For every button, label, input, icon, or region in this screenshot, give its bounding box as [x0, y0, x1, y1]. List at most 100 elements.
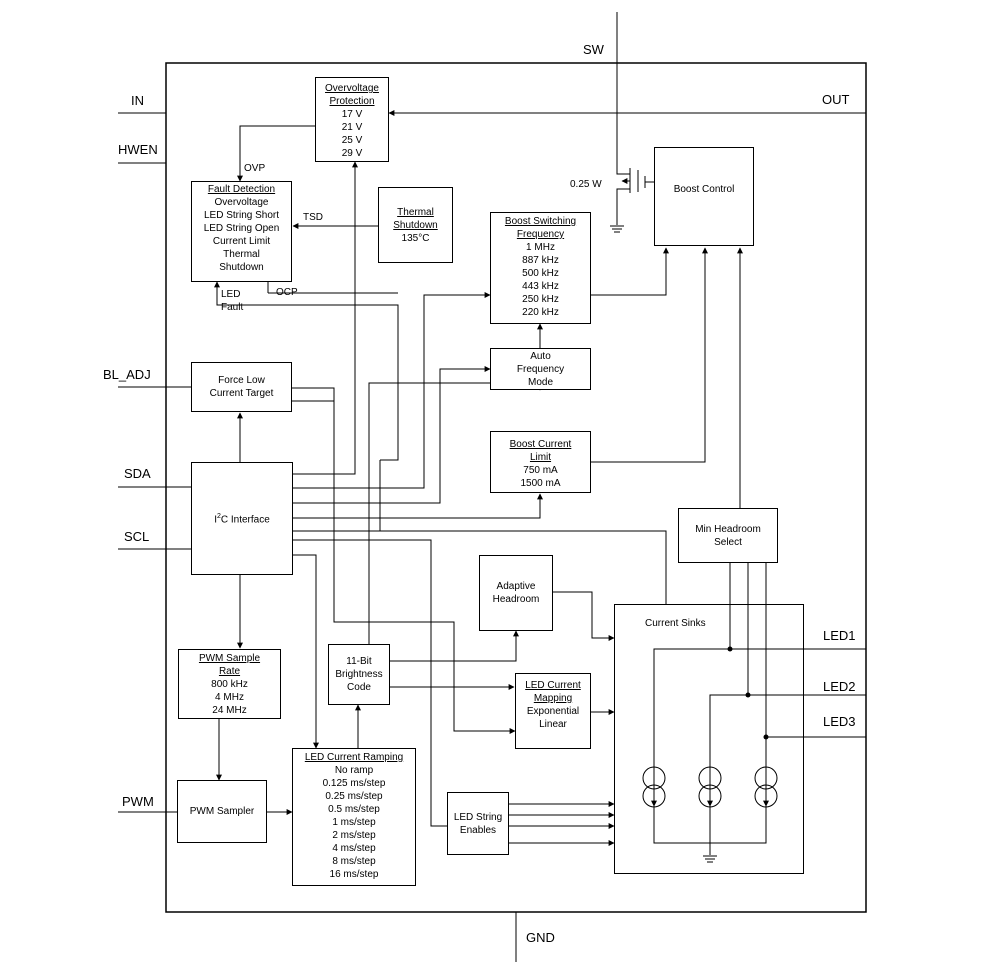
thermal-title-1: Thermal: [397, 207, 434, 218]
ramp-option: 2 ms/step: [332, 830, 376, 841]
ramp-option: 1 ms/step: [332, 817, 376, 828]
pwm-sampler-block: PWM Sampler: [177, 780, 267, 843]
ramp-option: 0.25 ms/step: [325, 791, 383, 802]
overvoltage-option: 17 V: [341, 109, 363, 120]
brightness-code-block: 11-Bit Brightness Code: [328, 644, 390, 705]
mapping-option: Exponential: [526, 706, 580, 717]
adaptive-line: Headroom: [492, 594, 540, 605]
thermal-shutdown-block: Thermal Shutdown 135°C: [378, 187, 453, 263]
thermal-title-2: Shutdown: [393, 220, 438, 231]
overvoltage-option: 25 V: [341, 135, 363, 146]
pin-out: OUT: [822, 92, 850, 107]
adaptive-line: Adaptive: [496, 581, 536, 592]
freq-option: 443 kHz: [522, 281, 559, 292]
fault-item: Current Limit: [212, 236, 271, 247]
boost-switching-frequency-block: Boost Switching Frequency 1 MHz 887 kHz …: [490, 212, 591, 324]
auto-freq-line: Auto: [530, 350, 551, 362]
pin-led3: LED3: [823, 714, 856, 729]
ramp-option: 16 ms/step: [329, 869, 379, 880]
pwm-sampler-label: PWM Sampler: [189, 806, 255, 817]
pwm-rate-title-2: Rate: [218, 666, 241, 677]
pin-hwen: HWEN: [118, 142, 158, 157]
overvoltage-option: 21 V: [341, 122, 363, 133]
pwm-rate-option: 800 kHz: [211, 679, 248, 690]
pin-sw: SW: [583, 42, 604, 57]
string-enables-line: LED String: [453, 811, 503, 823]
pin-bl-adj: BL_ADJ: [103, 367, 151, 382]
ramp-option: No ramp: [334, 765, 374, 776]
pwm-sample-rate-block: PWM Sample Rate 800 kHz 4 MHz 24 MHz: [178, 649, 281, 719]
string-enables-line: Enables: [459, 824, 497, 836]
fault-item: LED String Open: [203, 223, 280, 234]
current-limit-option: 1500 mA: [520, 478, 561, 489]
boost-freq-title-2: Frequency: [516, 229, 565, 240]
signal-led-fault-1: LED: [221, 289, 241, 300]
signal-tsd: TSD: [303, 212, 323, 223]
overvoltage-title-1: Overvoltage: [325, 83, 379, 94]
force-low-current-target-block: Force Low Current Target: [191, 362, 292, 412]
pwm-rate-option: 24 MHz: [212, 705, 247, 716]
boost-control-block: Boost Control: [654, 147, 754, 246]
pin-gnd: GND: [526, 930, 555, 945]
signal-led-fault-2: Fault: [221, 302, 244, 313]
freq-option: 500 kHz: [522, 268, 559, 279]
force-low-line: Force Low: [218, 375, 265, 386]
fault-detection-title: Fault Detection: [207, 184, 276, 195]
signal-switch-rating: 0.25 W: [570, 179, 602, 190]
min-headroom-line: Select: [714, 536, 742, 548]
auto-freq-line: Frequency: [516, 363, 565, 375]
overvoltage-option: 29 V: [341, 148, 363, 159]
fault-detection-block: Fault Detection Overvoltage LED String S…: [191, 181, 292, 282]
mapping-title-1: LED Current: [525, 680, 581, 691]
fault-item: Thermal: [223, 249, 260, 260]
boost-freq-title-1: Boost Switching: [504, 216, 577, 227]
overvoltage-title-2: Protection: [329, 96, 375, 107]
i2c-label: I2C Interface: [214, 513, 270, 526]
i2c-interface-block: I2C Interface: [191, 462, 293, 575]
mapping-title-2: Mapping: [533, 693, 573, 704]
signal-ovp: OVP: [244, 163, 266, 174]
led-current-mapping-block: LED Current Mapping Exponential Linear: [515, 673, 591, 749]
ramp-option: 0.125 ms/step: [322, 778, 386, 789]
freq-option: 220 kHz: [522, 307, 559, 318]
current-sinks-label: Current Sinks: [645, 618, 706, 629]
ramping-title: LED Current Ramping: [304, 752, 404, 763]
adaptive-headroom-block: Adaptive Headroom: [479, 555, 553, 631]
boost-limit-title-2: Limit: [529, 452, 552, 463]
pin-led1: LED1: [823, 628, 856, 643]
pin-in: IN: [131, 93, 144, 108]
boost-limit-title-1: Boost Current: [509, 439, 572, 450]
signal-ocp: OCP: [276, 287, 298, 298]
boost-current-limit-block: Boost Current Limit 750 mA 1500 mA: [490, 431, 591, 493]
pin-sda: SDA: [124, 466, 151, 481]
brightness-line: Brightness: [335, 669, 383, 680]
ramp-option: 0.5 ms/step: [328, 804, 380, 815]
brightness-line: Code: [347, 682, 371, 693]
fault-item: Overvoltage: [214, 197, 269, 208]
fault-item: Shutdown: [219, 262, 264, 273]
freq-option: 1 MHz: [526, 242, 555, 253]
pin-scl: SCL: [124, 529, 150, 544]
brightness-line: 11-Bit: [346, 656, 372, 667]
min-headroom-line: Min Headroom: [695, 523, 761, 535]
pin-led2: LED2: [823, 679, 856, 694]
current-limit-option: 750 mA: [523, 465, 558, 476]
freq-option: 887 kHz: [522, 255, 559, 266]
pwm-rate-option: 4 MHz: [215, 692, 244, 703]
led-current-ramping-block: LED Current Ramping No ramp 0.125 ms/ste…: [292, 748, 416, 886]
ramp-option: 8 ms/step: [332, 856, 376, 867]
pin-pwm: PWM: [122, 794, 154, 809]
freq-option: 250 kHz: [522, 294, 559, 305]
boost-control-label: Boost Control: [673, 184, 735, 195]
thermal-temp: 135°C: [401, 233, 430, 244]
mapping-option: Linear: [539, 719, 567, 730]
min-headroom-select-block: Min Headroom Select: [678, 508, 778, 563]
auto-freq-line: Mode: [527, 376, 553, 388]
auto-frequency-mode-block: Auto Frequency Mode: [490, 348, 591, 390]
overvoltage-protection-block: Overvoltage Protection 17 V 21 V 25 V 29…: [315, 77, 389, 162]
force-low-line: Current Target: [209, 388, 274, 399]
fault-item: LED String Short: [203, 210, 280, 221]
pwm-rate-title-1: PWM Sample: [198, 653, 261, 664]
ramp-option: 4 ms/step: [332, 843, 376, 854]
